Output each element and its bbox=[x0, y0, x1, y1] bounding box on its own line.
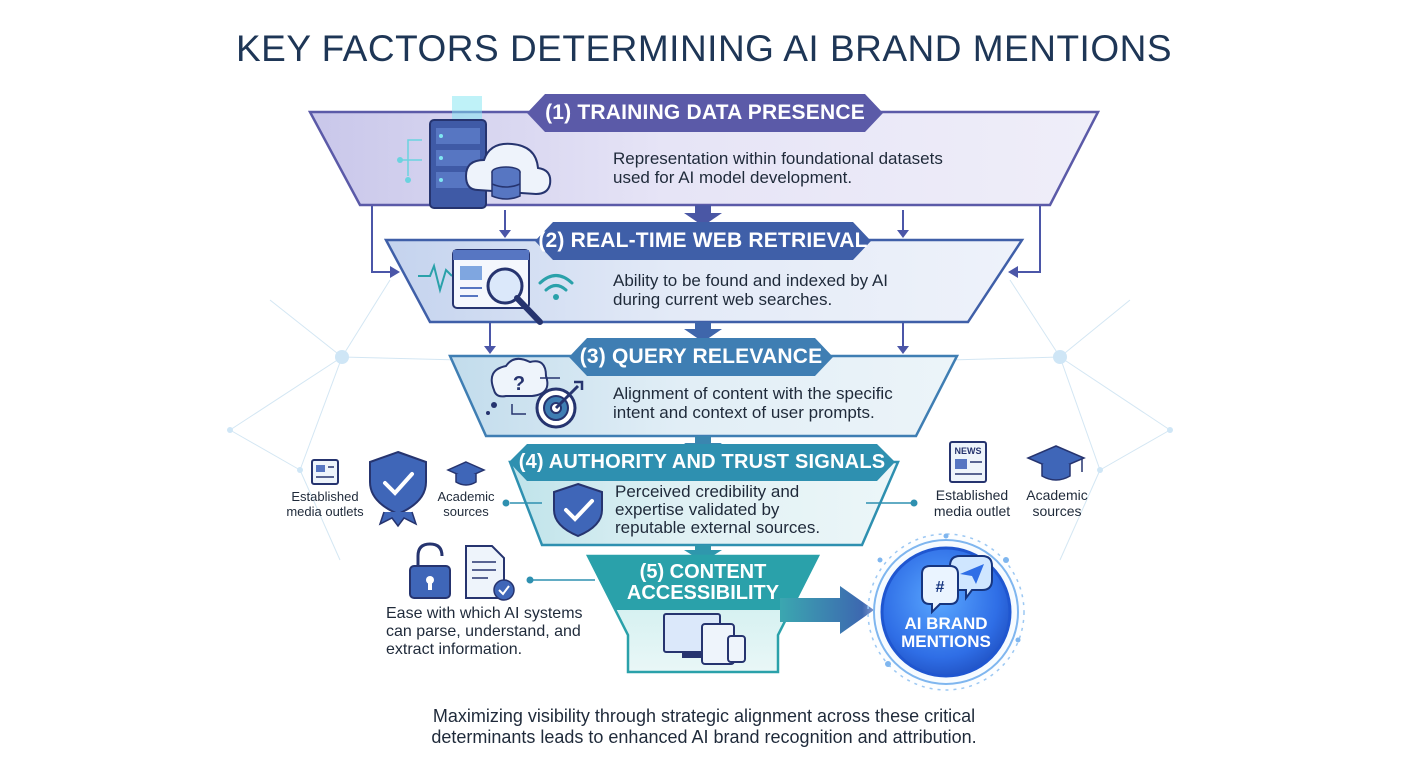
svg-text:NEWS: NEWS bbox=[955, 446, 982, 456]
desc-line: during current web searches. bbox=[613, 290, 833, 309]
authority-left-academic-label: Academic sources bbox=[430, 489, 502, 519]
desc-line: extract information. bbox=[386, 641, 523, 658]
outcome-arrow bbox=[780, 586, 874, 634]
level-3-label: (3) QUERY RELEVANCE bbox=[579, 345, 823, 368]
label-line: media outlets bbox=[286, 504, 364, 519]
authority-left-media-label: Established media outlets bbox=[280, 489, 370, 519]
footer-summary: Maximizing visibility through strategic … bbox=[0, 706, 1408, 748]
label-line: AI BRAND bbox=[904, 614, 988, 633]
level-4-label: (4) AUTHORITY AND TRUST SIGNALS bbox=[518, 451, 886, 473]
label-line: Established bbox=[291, 489, 359, 504]
footer-line: Maximizing visibility through strategic … bbox=[432, 706, 976, 726]
footer-line: determinants leads to enhanced AI brand … bbox=[431, 727, 977, 747]
desc-line: Ease with which AI systems bbox=[386, 605, 583, 622]
unlocked-padlock-icon bbox=[409, 542, 451, 599]
network-background bbox=[229, 279, 1171, 561]
level-5-description: Ease with which AI systems can parse, un… bbox=[386, 605, 583, 659]
outcome-label: AI BRAND MENTIONS bbox=[890, 615, 1002, 651]
svg-text:?: ? bbox=[513, 373, 525, 395]
award-shield-icon bbox=[369, 450, 427, 528]
level-5-label: (5) CONTENT ACCESSIBILITY bbox=[600, 562, 806, 604]
label-line: media outlet bbox=[933, 503, 1011, 519]
label-line: MENTIONS bbox=[901, 632, 991, 651]
cloud-database-icon bbox=[464, 142, 552, 200]
label-line: (5) CONTENT bbox=[639, 561, 767, 583]
label-line: sources bbox=[1032, 503, 1082, 519]
question-bubble-icon: ? bbox=[486, 357, 560, 415]
desc-line: Alignment of content with the specific bbox=[613, 384, 893, 403]
newspaper-icon bbox=[311, 459, 339, 485]
label-line: sources bbox=[443, 504, 489, 519]
chat-bubbles-icon: # bbox=[921, 555, 993, 615]
desc-line: Representation within foundational datas… bbox=[613, 149, 943, 168]
level-3-description: Alignment of content with the specific i… bbox=[613, 384, 893, 422]
label-line: ACCESSIBILITY bbox=[626, 582, 780, 604]
level-5-header bbox=[588, 556, 818, 610]
news-icon: NEWS bbox=[949, 441, 987, 483]
desc-line: expertise validated by bbox=[615, 500, 780, 519]
level-1-label: (1) TRAINING DATA PRESENCE bbox=[545, 101, 865, 124]
level-4-pill bbox=[509, 444, 895, 481]
label-line: Academic bbox=[1026, 487, 1088, 503]
level-2-pill bbox=[535, 222, 871, 260]
label-line: Established bbox=[935, 487, 1009, 503]
devices-icon bbox=[663, 613, 746, 665]
authority-right-academic-label: Academic sources bbox=[1020, 487, 1094, 519]
desc-line: used for AI model development. bbox=[613, 168, 853, 187]
graduation-cap-icon bbox=[446, 461, 486, 486]
level-3-pill bbox=[569, 338, 833, 376]
desc-line: intent and context of user prompts. bbox=[613, 403, 875, 422]
desc-line: reputable external sources. bbox=[615, 518, 821, 537]
document-check-icon bbox=[465, 545, 515, 601]
shield-check-icon bbox=[553, 482, 603, 538]
web-search-icon bbox=[418, 249, 543, 325]
authority-right-media-label: Established media outlet bbox=[924, 487, 1020, 519]
target-icon bbox=[535, 380, 584, 429]
level-2-description: Ability to be found and indexed by AI du… bbox=[613, 271, 888, 309]
desc-line: Perceived credibility and bbox=[615, 482, 800, 501]
label-line: Academic bbox=[437, 489, 495, 504]
wifi-icon bbox=[538, 274, 574, 300]
level-1-pill bbox=[527, 94, 883, 132]
level-2-label: (2) REAL-TIME WEB RETRIEVAL bbox=[538, 229, 868, 252]
svg-text:#: # bbox=[936, 579, 945, 596]
desc-line: can parse, understand, and bbox=[386, 623, 581, 640]
page-title: KEY FACTORS DETERMINING AI BRAND MENTION… bbox=[235, 28, 1173, 69]
desc-line: Ability to be found and indexed by AI bbox=[613, 271, 889, 290]
level-1-description: Representation within foundational datas… bbox=[613, 149, 943, 187]
academic-cap-icon bbox=[1026, 445, 1086, 481]
level-4-description: Perceived credibility and expertise vali… bbox=[615, 483, 820, 537]
